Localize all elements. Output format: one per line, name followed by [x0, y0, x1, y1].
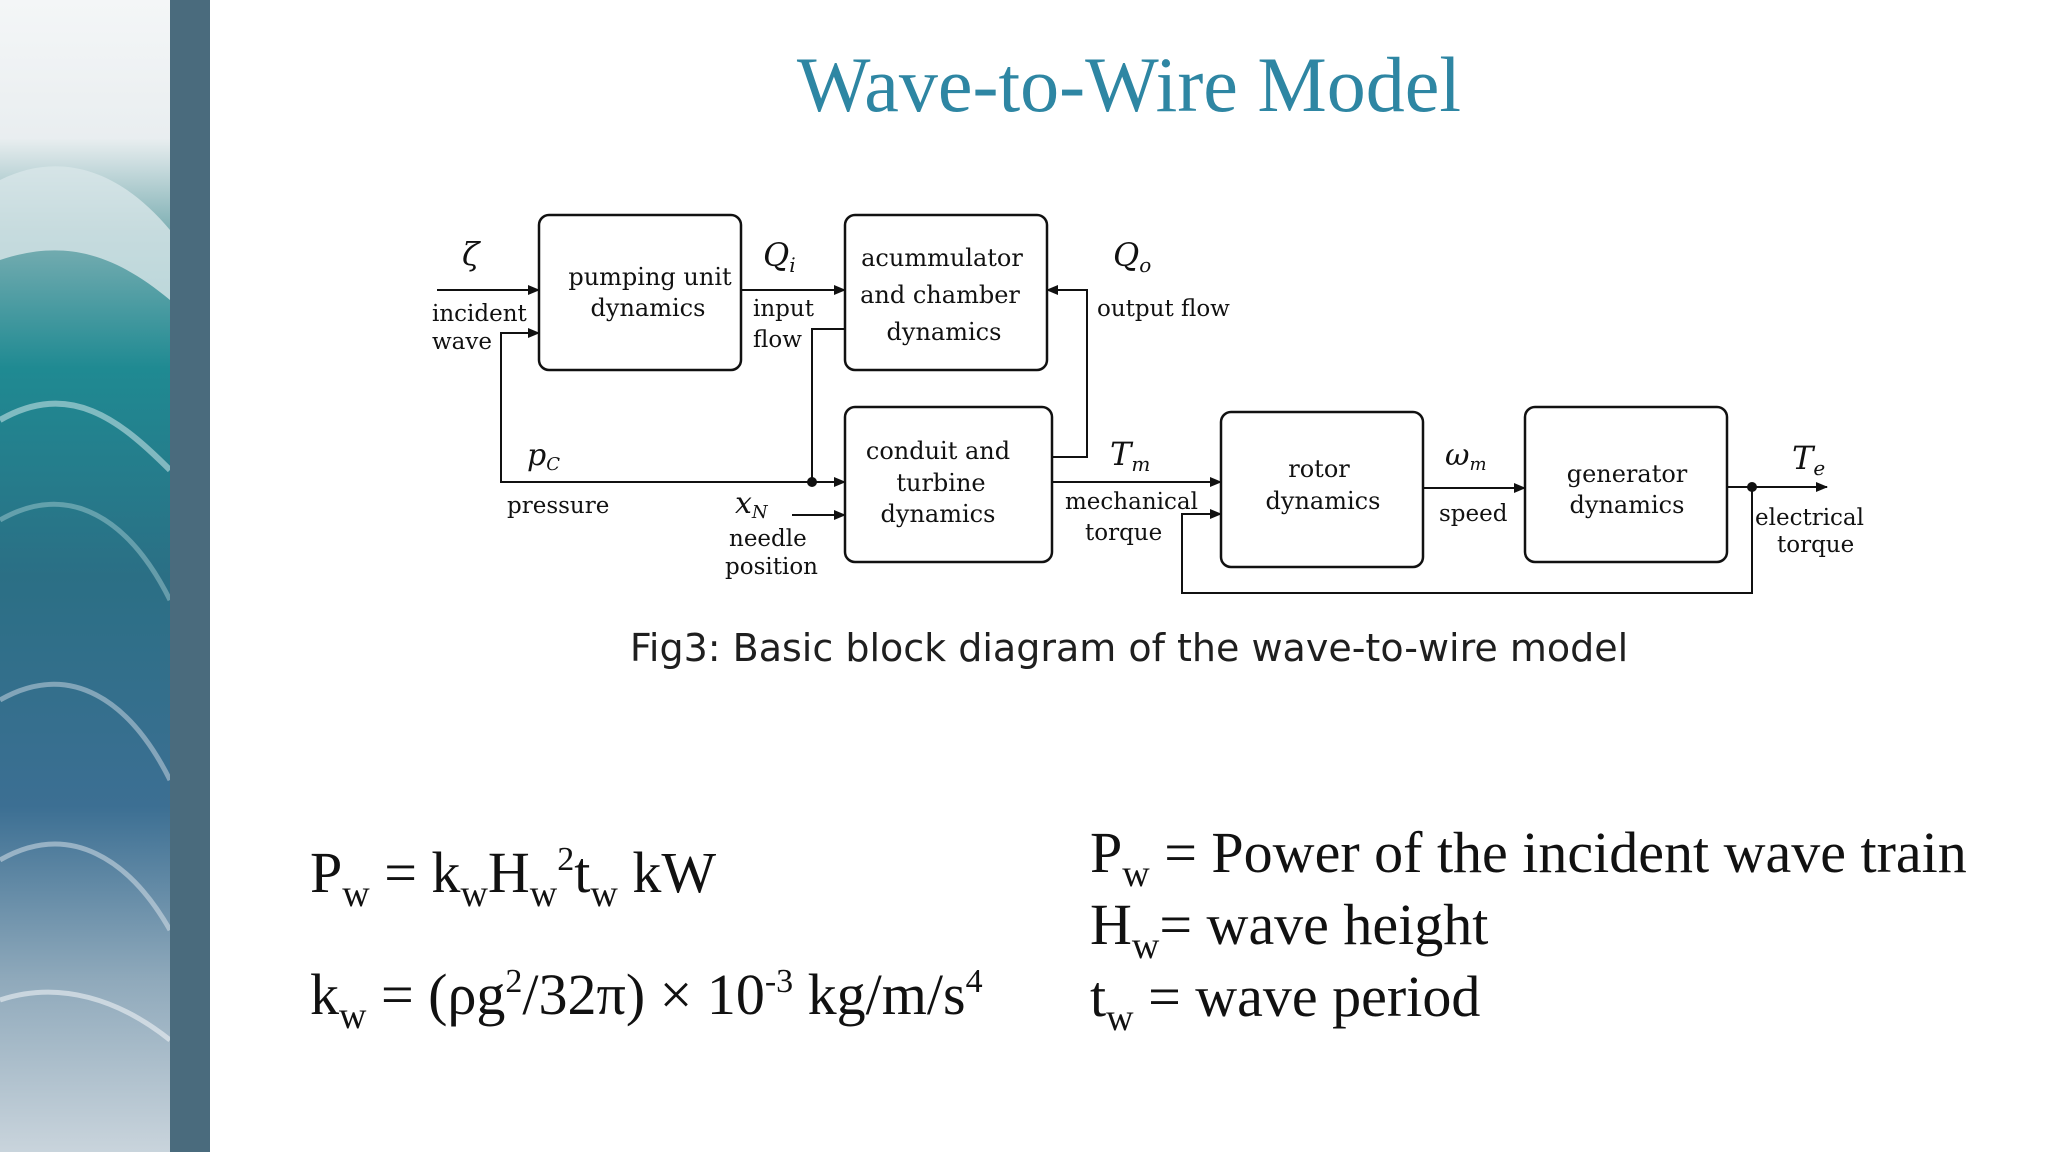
mechanical-torque-label-1: mechanical [1065, 489, 1198, 515]
output-flow-label: output flow [1097, 296, 1230, 322]
accumulator-label-2: and chamber [860, 281, 1020, 309]
tm-symbol: Tm [1110, 435, 1150, 476]
pc-symbol: pC [527, 438, 560, 475]
te-junction-dot [1747, 482, 1757, 492]
pressure-junction-dot [807, 477, 817, 487]
conduit-label-1: conduit and [866, 437, 1010, 465]
rotor-label-2: dynamics [1266, 487, 1381, 515]
output-flow-line [1046, 285, 1088, 458]
te-symbol: Te [1792, 439, 1825, 480]
pressure-label: pressure [507, 493, 609, 519]
input-flow-label-1: input [753, 296, 815, 322]
wave-to-wire-block-diagram: pumping unit dynamics acummulator and ch… [407, 195, 1877, 615]
zeta-symbol: ζ [462, 235, 481, 273]
qi-symbol: Qi [763, 236, 796, 277]
incident-label-2: wave [432, 329, 492, 355]
block-diagram-svg: pumping unit dynamics acummulator and ch… [407, 195, 1877, 615]
kw-equation: kw = (ρg2/32π) × 10-3 kg/m/s4 [310, 962, 983, 1037]
generator-label-1: generator [1567, 460, 1688, 488]
power-equation: Pw = kwHw2tw kW [310, 840, 717, 915]
figure-caption: Fig3: Basic block diagram of the wave-to… [629, 626, 1629, 670]
wm-symbol: ωm [1445, 438, 1487, 475]
xn-symbol: xN [735, 486, 769, 523]
slide-title: Wave-to-Wire Model [796, 41, 1462, 128]
wave-illustration [0, 0, 210, 1152]
generator-label-2: dynamics [1570, 491, 1685, 519]
accumulator-label-1: acummulator [861, 244, 1023, 272]
conduit-label-3: dynamics [881, 500, 996, 528]
rotor-label-1: rotor [1288, 455, 1350, 483]
electrical-torque-feedback-line [1181, 487, 1753, 594]
qo-symbol: Qo [1113, 236, 1151, 277]
mechanical-torque-label-2: torque [1085, 520, 1162, 546]
electrical-torque-label-2: torque [1777, 532, 1854, 558]
pressure-feedback-line [500, 328, 812, 483]
rotor-block [1219, 410, 1425, 569]
electrical-torque-label-1: electrical [1755, 505, 1864, 531]
input-flow-label-2: flow [753, 327, 802, 353]
pumping-unit-label-2: dynamics [591, 294, 706, 322]
accumulator-label-3: dynamics [887, 318, 1002, 346]
conduit-label-2: turbine [896, 469, 985, 497]
definition-power: Pw = Power of the incident wave train [1090, 820, 1967, 895]
input-flow-line [811, 328, 845, 482]
needle-label-1: needle [729, 526, 807, 552]
pumping-unit-label-1: pumping unit [568, 263, 732, 291]
wave-background-image [0, 0, 210, 1152]
definition-wave-period: tw = wave period [1090, 964, 1481, 1039]
incident-label-1: incident [432, 301, 528, 327]
speed-label: speed [1439, 501, 1508, 527]
needle-label-2: position [725, 554, 818, 580]
definition-wave-height: Hw= wave height [1090, 892, 1489, 967]
